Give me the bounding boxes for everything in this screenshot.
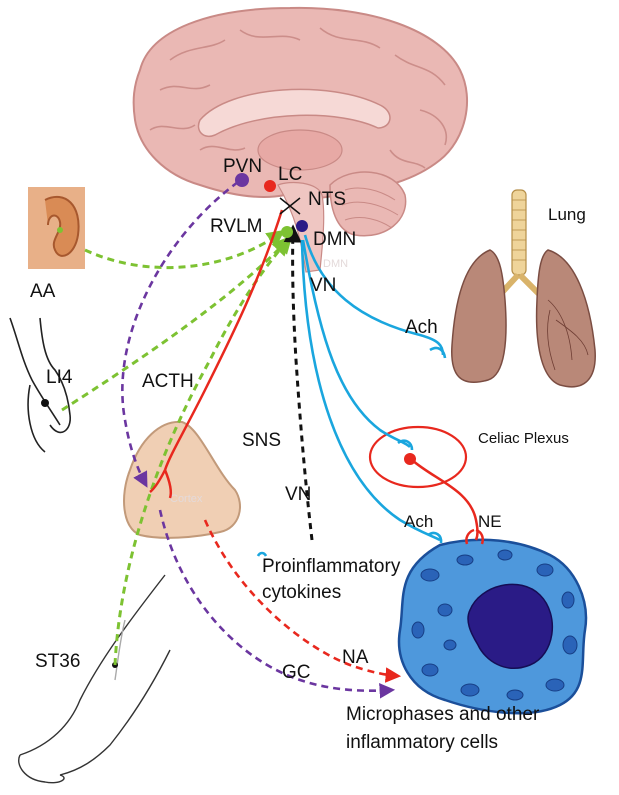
label-lung: Lung xyxy=(548,205,586,224)
label-cytokines: cytokines xyxy=(262,582,341,603)
sympathetic-paths xyxy=(149,209,484,545)
label-li4: LI4 xyxy=(46,367,73,388)
label-celiac-plexus: Celiac Plexus xyxy=(478,430,569,447)
label-cells-line2: inflammatory cells xyxy=(346,732,498,753)
label-ne: NE xyxy=(478,512,502,531)
label-st36: ST36 xyxy=(35,651,80,672)
hand-illustration xyxy=(9,317,71,453)
vagus-efferent-paths xyxy=(256,234,447,557)
label-pvn: PVN xyxy=(223,156,262,177)
label-lc: LC xyxy=(278,164,302,185)
label-dmn-faint: DMN xyxy=(323,258,348,270)
label-nts: NTS xyxy=(308,189,346,210)
label-sns: SNS xyxy=(242,430,281,451)
label-ach-lung: Ach xyxy=(405,317,438,338)
label-cells-line1: Microphases and other xyxy=(346,704,540,725)
noradrenaline-path xyxy=(203,519,402,683)
rvlm-nucleus-dot xyxy=(281,226,293,238)
label-ach-cell: Ach xyxy=(404,512,433,531)
acupoint-afferent-paths xyxy=(61,229,293,666)
brain-illustration xyxy=(132,6,468,273)
label-aa: AA xyxy=(30,281,56,302)
macrophage-cell xyxy=(397,538,588,715)
leg-illustration xyxy=(18,574,171,784)
label-gc: GC xyxy=(282,662,311,683)
lung-illustration xyxy=(451,189,596,388)
pvn-nucleus-dot xyxy=(235,173,249,187)
label-vn-top: VN xyxy=(310,275,336,296)
lc-nucleus-dot xyxy=(264,180,276,192)
label-acth: ACTH xyxy=(142,371,194,392)
hpa-axis-paths xyxy=(121,180,396,699)
label-na: NA xyxy=(342,647,369,668)
dmn-nucleus-dot xyxy=(296,220,308,232)
label-vn-mid: VN xyxy=(285,484,311,505)
celiac-ganglion-dot xyxy=(404,453,416,465)
label-proinflammatory: Proinflammatory xyxy=(262,556,401,577)
nts-cross-mark xyxy=(279,197,301,215)
ear-illustration xyxy=(28,187,85,269)
sns-vn-afferent-path xyxy=(283,224,314,541)
adrenal-faint-text: Cortex xyxy=(170,493,203,505)
li4-acupoint xyxy=(41,399,49,407)
label-rvlm: RVLM xyxy=(210,216,262,237)
label-dmn: DMN xyxy=(313,229,356,250)
